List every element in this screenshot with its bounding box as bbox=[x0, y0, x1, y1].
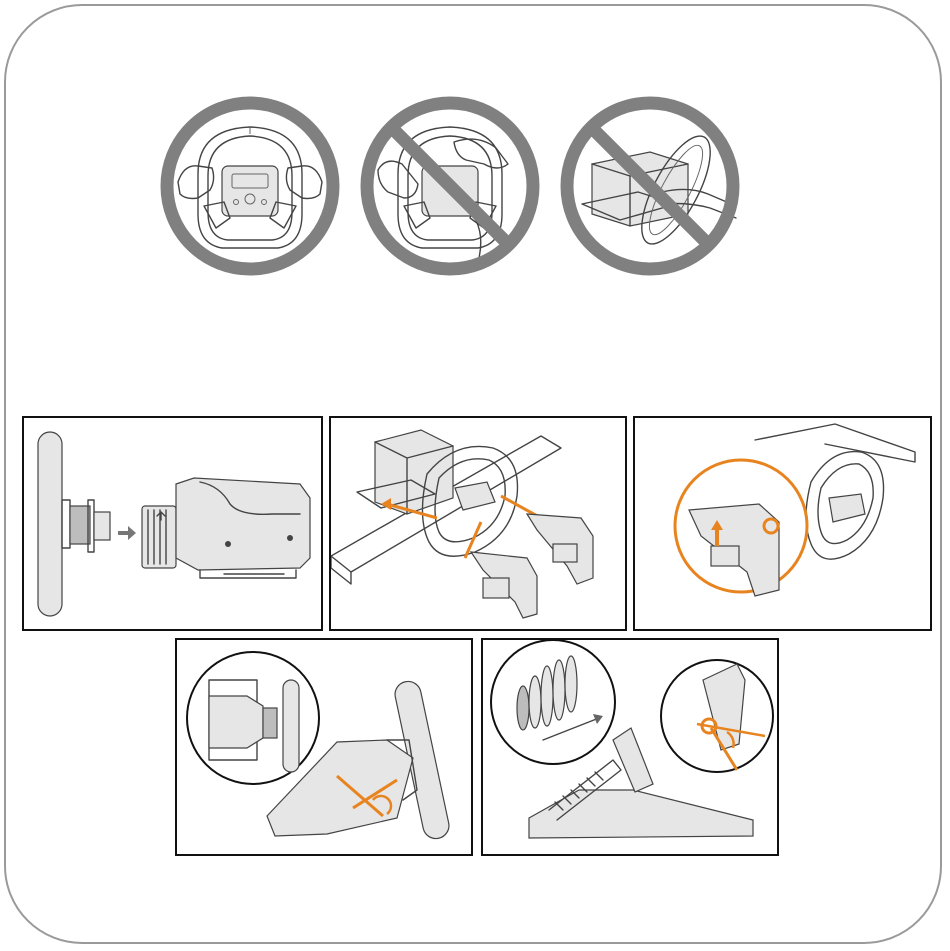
paddle-module-install-illustration bbox=[329, 416, 627, 631]
base-mount-screws-illustration bbox=[175, 638, 473, 856]
wheel-attach-to-base-illustration bbox=[22, 416, 323, 631]
wheel-hands-correct-icon bbox=[158, 94, 342, 278]
wheel-lift-by-rim-prohibited-icon bbox=[558, 94, 742, 278]
paddle-module-lock-illustration bbox=[633, 416, 932, 631]
wheel-hand-through-prohibited-icon bbox=[358, 94, 542, 278]
pedal-spring-adjust-illustration bbox=[481, 638, 779, 856]
